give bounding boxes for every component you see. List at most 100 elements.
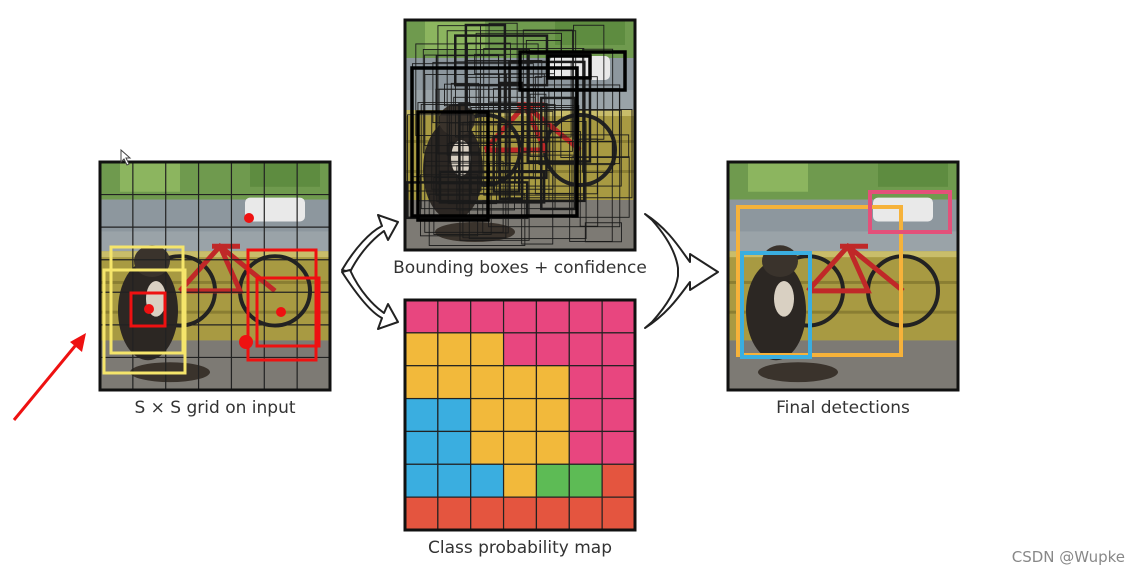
candidate-box — [406, 181, 529, 220]
class-cell — [568, 365, 603, 400]
flow-arrows — [341, 213, 719, 330]
candidate-box — [498, 81, 524, 201]
class-cell — [568, 463, 603, 498]
dog-detection-box — [740, 251, 812, 359]
candidate-box — [571, 156, 630, 218]
class-cell — [404, 365, 439, 400]
class-cell — [437, 332, 472, 367]
candidate-box — [419, 174, 479, 237]
class-cell — [470, 332, 505, 367]
candidate-box — [573, 24, 605, 140]
red-center-dot — [144, 304, 154, 314]
class-cell — [568, 397, 603, 433]
class-cell — [437, 430, 472, 465]
class-cell — [601, 463, 636, 498]
confident-box — [546, 54, 592, 80]
class-cell — [502, 299, 538, 334]
merge-arrow — [644, 213, 719, 329]
candidate-box — [492, 135, 521, 193]
class-cell — [470, 430, 505, 465]
class-cell — [470, 299, 505, 334]
split-arrow-bottom — [341, 269, 399, 330]
input-grid-lines — [100, 162, 330, 390]
classmap-frame — [403, 298, 637, 532]
input-image — [100, 162, 330, 390]
candidate-box — [540, 96, 577, 211]
red-box-1 — [246, 248, 318, 362]
many-bounding-boxes — [406, 22, 633, 246]
confident-box — [518, 50, 627, 92]
candidate-box — [497, 124, 551, 171]
candidate-box — [560, 134, 630, 158]
input-grid-panel: S × S grid on input — [98, 160, 332, 418]
class-cell — [437, 365, 472, 400]
candidate-box — [458, 131, 581, 203]
class-cell — [437, 299, 472, 334]
mouse-cursor-icon — [120, 148, 132, 166]
confident-box — [416, 110, 490, 222]
class-cell — [568, 496, 603, 531]
input-frame — [98, 160, 332, 392]
red-cell-box — [129, 291, 167, 328]
class-cell — [535, 299, 570, 334]
class-cell — [601, 430, 636, 465]
red-dot-2 — [276, 307, 286, 317]
red-box-2 — [255, 276, 321, 348]
red-dot-4 — [239, 335, 253, 349]
class-cell — [535, 332, 570, 367]
class-cell — [437, 397, 472, 433]
class-cell — [502, 397, 538, 433]
class-cell — [502, 463, 538, 498]
class-cell — [601, 397, 636, 433]
candidate-box — [444, 83, 470, 107]
candidate-box — [569, 141, 613, 242]
yellow-box-2 — [102, 268, 187, 375]
candidate-box — [424, 160, 504, 233]
classmap-caption: Class probability map — [428, 538, 612, 558]
class-cell — [535, 463, 570, 498]
class-cell — [404, 496, 439, 531]
bounding-boxes-panel: Bounding boxes + confidence — [393, 18, 647, 278]
class-probability-grid — [404, 299, 636, 531]
candidate-box — [435, 55, 500, 185]
bicycle-detection-box — [736, 205, 903, 357]
candidate-box — [433, 177, 492, 235]
class-cell — [568, 332, 603, 367]
confident-box — [410, 66, 579, 218]
detections-caption: Final detections — [776, 398, 910, 418]
class-cell — [470, 463, 505, 498]
class-cell — [568, 430, 603, 465]
candidate-box — [468, 121, 587, 240]
class-cell — [601, 496, 636, 531]
class-cell — [404, 299, 439, 334]
red-annotation-arrow — [12, 333, 86, 421]
class-cell — [437, 463, 472, 498]
class-cell — [404, 332, 439, 367]
red-dot-3 — [244, 213, 254, 223]
split-arrow-top — [341, 214, 399, 273]
car-detection-box — [868, 190, 952, 234]
class-cell — [535, 397, 570, 433]
boxes-caption: Bounding boxes + confidence — [393, 258, 647, 278]
class-cell — [535, 496, 570, 531]
yellow-box-1 — [109, 245, 185, 355]
candidate-box — [424, 74, 508, 167]
candidate-box — [447, 142, 498, 205]
class-cell — [437, 496, 472, 531]
class-cell — [535, 365, 570, 400]
candidate-box — [438, 170, 546, 204]
candidate-box — [521, 130, 554, 245]
class-cell — [470, 365, 505, 400]
class-cell — [470, 397, 505, 433]
class-cell — [502, 496, 538, 531]
candidate-box — [474, 53, 555, 75]
class-cell — [502, 332, 538, 367]
candidate-box — [407, 114, 482, 192]
class-cell — [502, 430, 538, 465]
class-cell — [535, 430, 570, 465]
class-cell — [601, 332, 636, 367]
final-detections-panel: Final detections — [726, 160, 960, 418]
input-caption: S × S grid on input — [134, 398, 295, 418]
class-cell — [568, 299, 603, 334]
